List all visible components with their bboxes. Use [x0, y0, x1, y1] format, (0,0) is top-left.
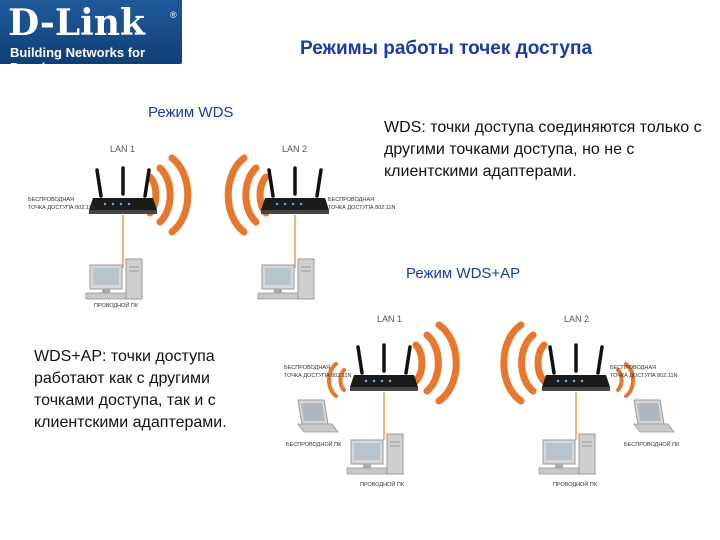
wds-wired-pc-label: ПРОВОДНОЙ ПК	[94, 301, 139, 309]
wdsap-lan2-label: LAN 2	[564, 314, 589, 324]
logo-registered-mark: ®	[170, 10, 177, 20]
wds-wave-right-icon	[224, 154, 270, 236]
wds-ap-right-label-1: БЕСПРОВОДНАЯ	[328, 197, 374, 203]
wds-lan1-label: LAN 1	[110, 144, 135, 154]
wds-router-left-icon	[87, 166, 159, 216]
wdsap-wireless-pc-left-label: БЕСПРОВОДНОЙ ПК	[286, 440, 342, 448]
wdsap-laptop-left-icon	[297, 399, 339, 433]
wds-ap-left-label-2: ТОЧКА ДОСТУПА 802.11N	[28, 205, 96, 211]
wds-diagram: LAN 1 LAN 2 БЕСПРОВОДНАЯ ТОЧКА ДОСТУПА 8…	[28, 144, 396, 309]
wds-lan2-label: LAN 2	[282, 144, 307, 154]
wdsap-ap-left-label-1: БЕСПРОВОДНАЯ	[284, 365, 330, 371]
wdsap-wave-right-icon	[500, 321, 548, 405]
wdsap-mode-label: Режим WDS+AP	[406, 265, 521, 282]
wds-ap-left-label-1: БЕСПРОВОДНАЯ	[28, 197, 74, 203]
wdsap-wireless-pc-right-label: БЕСПРОВОДНОЙ ПК	[624, 440, 680, 448]
wdsap-diagram: LAN 1 LAN 2 БЕСПРОВОДНАЯ ТОЧКА ДОСТУПА 8…	[284, 314, 680, 488]
wdsap-desktop-left-icon	[346, 433, 404, 475]
wdsap-wired-pc-right-label: ПРОВОДНОЙ ПК	[553, 480, 598, 488]
wdsap-ap-right-label-1: БЕСПРОВОДНАЯ	[610, 365, 656, 371]
wds-mode-label: Режим WDS	[148, 104, 234, 121]
wdsap-router-right-icon	[540, 343, 612, 393]
wds-desktop-left-icon	[85, 258, 143, 300]
wdsap-desktop-right-icon	[538, 433, 596, 475]
wds-desktop-right-icon	[257, 258, 315, 300]
header: D-Link ® Building Networks for People Ре…	[0, 0, 720, 75]
dlink-logo: D-Link ® Building Networks for People	[0, 0, 182, 75]
wdsap-wave-client-left-icon	[326, 362, 346, 398]
wdsap-ap-right-label-2: ТОЧКА ДОСТУПА 802.11N	[610, 373, 678, 379]
wdsap-laptop-right-icon	[633, 399, 675, 433]
logo-tagline: Building Networks for People	[10, 45, 146, 75]
wds-description: WDS: точки доступа соединяются только с …	[384, 119, 702, 180]
wdsap-wave-client-right-icon	[616, 362, 636, 398]
logo-brand: D-Link	[8, 2, 145, 44]
wds-router-right-icon	[259, 166, 331, 216]
wdsap-lan1-label: LAN 1	[377, 314, 402, 324]
wdsap-description: WDS+AP: точки доступа работают как с дру…	[34, 348, 227, 431]
page-title: Режимы работы точек доступа	[300, 38, 593, 59]
wds-wave-left-icon	[146, 154, 192, 236]
wdsap-ap-left-label-2: ТОЧКА ДОСТУПА 802.11N	[284, 373, 352, 379]
wdsap-wired-pc-left-label: ПРОВОДНОЙ ПК	[360, 480, 405, 488]
wdsap-router-left-icon	[348, 343, 420, 393]
wds-ap-right-label-2: ТОЧКА ДОСТУПА 802.11N	[328, 205, 396, 211]
wdsap-wave-left-icon	[412, 321, 460, 405]
